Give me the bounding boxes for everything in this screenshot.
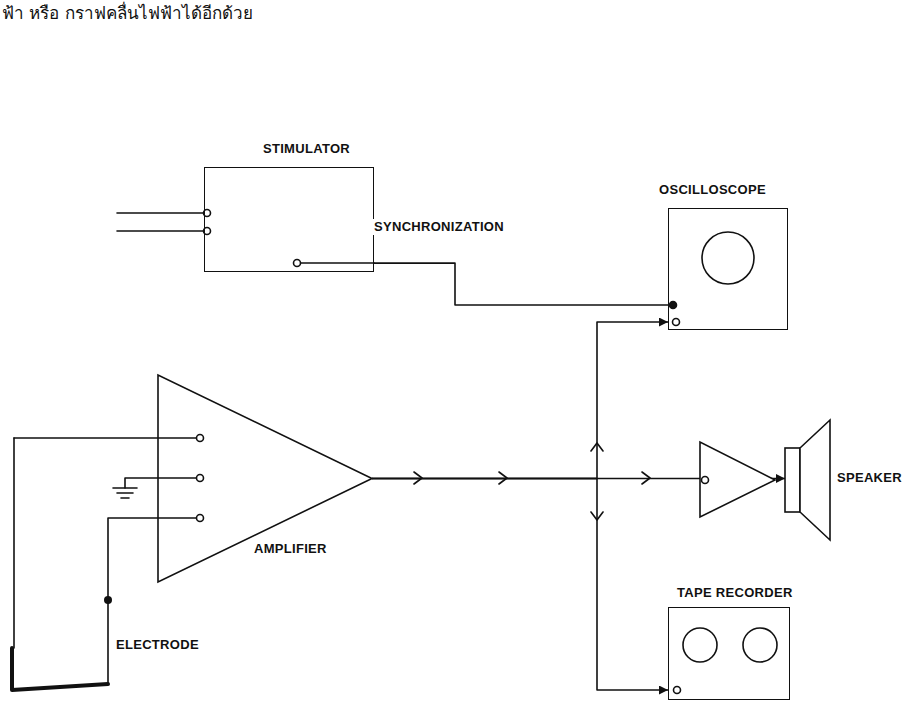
terminal (674, 687, 681, 694)
ground-symbol (113, 488, 137, 498)
speaker-symbol: SPEAKER (785, 420, 830, 540)
terminal (197, 515, 204, 522)
stimulator-leads (117, 213, 203, 231)
terminal (670, 302, 677, 309)
amplifier-triangle: AMPLIFIER (158, 375, 372, 582)
tape-reel (743, 628, 777, 662)
node-label: AMPLIFIER (254, 541, 327, 557)
signal-wire (372, 479, 668, 691)
part-label: ELECTRODE (116, 637, 199, 653)
terminal (294, 260, 301, 267)
electrode-wire (13, 438, 15, 648)
speaker-amplifier-symbol (700, 442, 775, 517)
terminal (673, 319, 680, 326)
stimulator-box: STIMULATOR (204, 167, 374, 272)
electrode-wire (14, 437, 196, 439)
tape-recorder-box: TAPE RECORDER (668, 607, 790, 700)
speaker-outline (785, 420, 830, 540)
signal-arrow (414, 443, 650, 520)
signal-label: SYNCHRONIZATION (372, 219, 506, 235)
tape-reel (683, 628, 717, 662)
terminal (702, 477, 709, 484)
node-label: OSCILLOSCOPE (659, 182, 766, 198)
speaker-magnet (785, 448, 800, 512)
ground-wire (125, 478, 196, 488)
page-text-fragment: ฟ้า หรือ กราฟคลื่นไฟฟ้าได้อีกด้วย (2, 2, 253, 24)
oscilloscope-screen (702, 232, 754, 284)
amplifier-outline (158, 375, 372, 582)
node-label: TAPE RECORDER (677, 585, 793, 601)
signal-wire (372, 322, 668, 479)
terminal (197, 475, 204, 482)
node-label: SPEAKER (837, 470, 902, 486)
speaker-cone (800, 420, 830, 540)
junction-dot (104, 596, 112, 604)
stimulator-output-lead (300, 262, 374, 264)
electrode-needle (12, 648, 108, 690)
oscilloscope-box: OSCILLOSCOPE (668, 208, 788, 330)
node-label: STIMULATOR (263, 141, 350, 157)
terminal (197, 435, 204, 442)
electrode-wire (108, 518, 196, 684)
signal-wire (374, 263, 668, 305)
